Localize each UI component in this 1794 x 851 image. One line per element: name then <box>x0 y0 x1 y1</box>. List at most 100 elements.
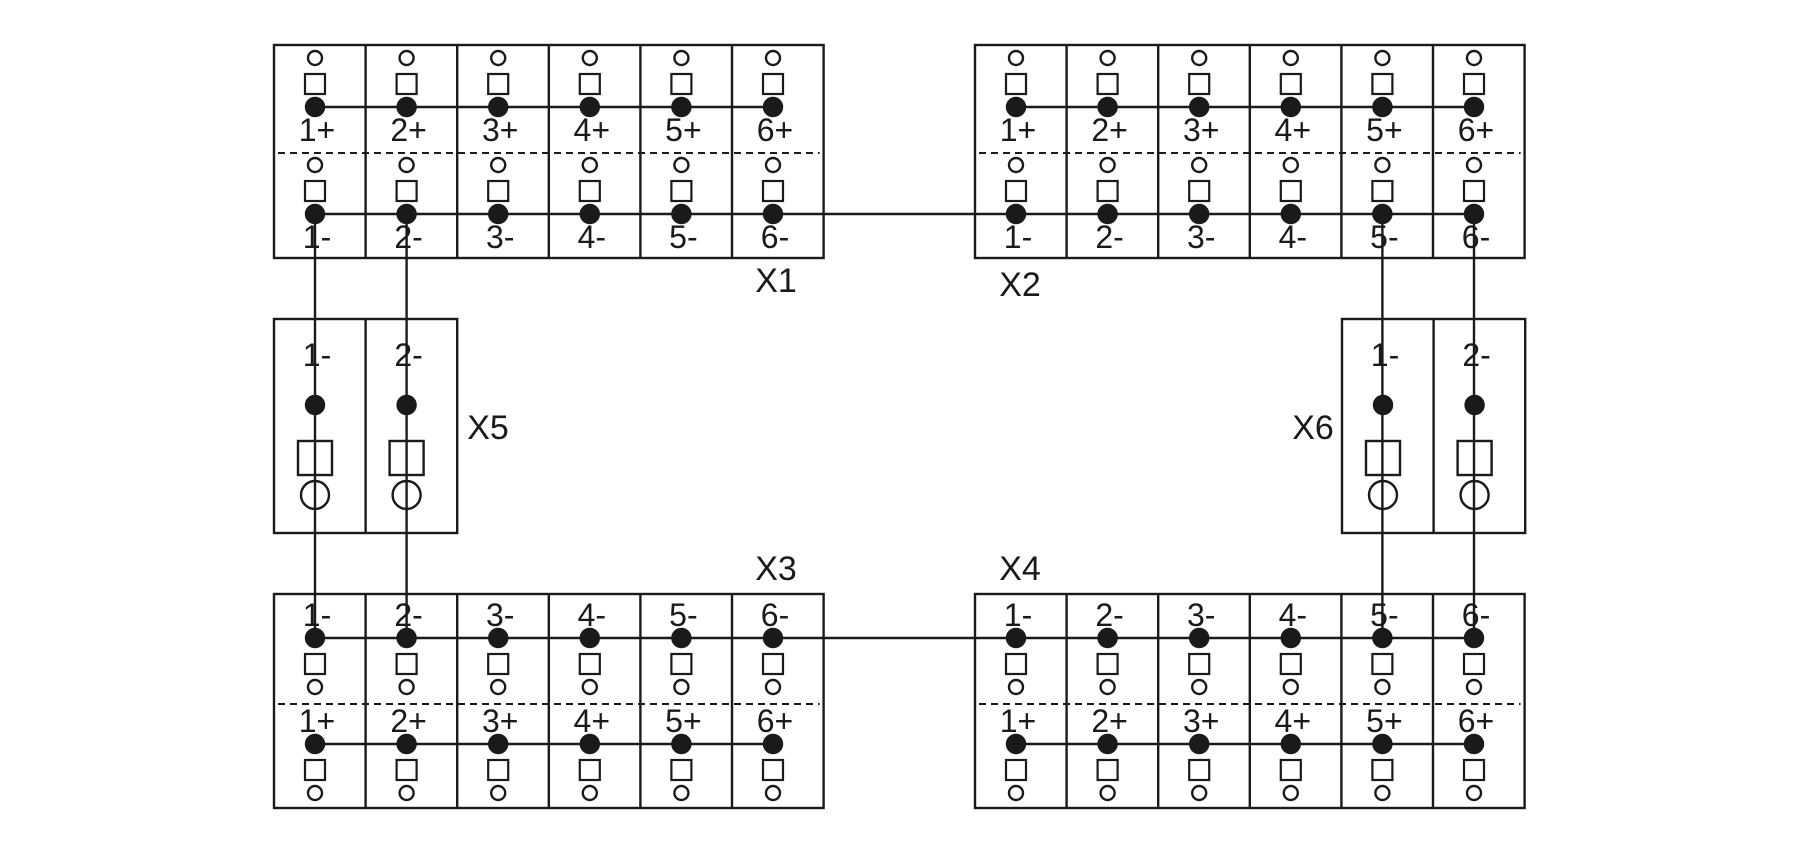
junction-dot-icon <box>671 733 692 755</box>
terminal-contact-icon <box>1371 179 1394 203</box>
junction-dot-icon <box>396 203 417 225</box>
junction-dot-icon <box>1372 96 1393 118</box>
junction-dot-icon <box>1005 96 1027 118</box>
junction-dot-icon <box>1372 203 1393 225</box>
terminal-contact-icon <box>670 72 693 96</box>
screw-opening-icon <box>764 156 782 174</box>
terminal-label: 5+ <box>1366 112 1402 148</box>
terminal-label: 5+ <box>665 703 701 739</box>
terminal-label: 6+ <box>1458 112 1494 148</box>
screw-opening-icon <box>299 479 331 511</box>
terminal-label: 1+ <box>1000 703 1036 739</box>
junction-dot-icon <box>579 627 600 649</box>
block-label-x1: X1 <box>755 262 797 300</box>
screw-opening-icon <box>1099 49 1116 67</box>
terminal-label: 6+ <box>1458 703 1494 739</box>
junction-dot-icon <box>1372 627 1393 649</box>
terminal-contact-icon <box>1462 72 1486 96</box>
junction-dot-icon <box>1005 203 1027 225</box>
junction-dot-icon <box>1097 627 1118 649</box>
terminal-contact-icon <box>1004 72 1028 96</box>
junction-dot-icon <box>1188 627 1210 649</box>
terminal-label: 2- <box>394 219 422 255</box>
terminal-label: 4+ <box>1275 112 1311 148</box>
junction-dot-icon <box>579 96 600 118</box>
junction-dot-icon <box>671 203 692 225</box>
terminal-label: 4+ <box>574 112 610 148</box>
junction-dot-icon <box>1097 96 1118 118</box>
terminal-contact-icon <box>761 179 785 203</box>
junction-dot-icon <box>1463 96 1485 118</box>
terminal-contact-icon <box>303 652 327 676</box>
screw-opening-icon <box>391 479 422 511</box>
junction-dot-icon <box>488 203 509 225</box>
junction-dot-icon <box>1463 733 1485 755</box>
terminal-label: 6- <box>761 219 789 255</box>
junction-dot-icon <box>1372 394 1394 416</box>
terminal-contact-icon <box>1096 758 1119 782</box>
screw-opening-icon <box>1099 784 1116 802</box>
terminal-contact-icon <box>395 758 418 782</box>
screw-opening-icon <box>764 49 782 67</box>
screw-opening-icon <box>673 156 690 174</box>
terminal-label: 5- <box>1370 597 1398 633</box>
block-label-x6: X6 <box>1292 409 1334 447</box>
terminal-label: 6+ <box>757 112 793 148</box>
block-label-x2: X2 <box>999 266 1041 304</box>
screw-opening-icon <box>1282 156 1300 174</box>
terminal-label: 4+ <box>574 703 610 739</box>
junction-dot-icon <box>1464 394 1485 416</box>
screw-opening-icon <box>673 49 690 67</box>
terminal-contact-icon <box>1096 179 1119 203</box>
junction-dot-icon <box>1188 733 1210 755</box>
junction-dot-icon <box>1463 203 1485 225</box>
terminal-label: 6+ <box>757 703 793 739</box>
terminal-contact-icon <box>1456 439 1493 477</box>
terminal-contact-icon <box>303 179 327 203</box>
junction-dot-icon <box>1280 733 1302 755</box>
terminal-label: 3+ <box>482 703 518 739</box>
terminal-label: 1- <box>303 597 331 633</box>
terminal-label: 4- <box>1279 219 1307 255</box>
junction-dot-icon <box>396 627 417 649</box>
terminal-label: 5- <box>1370 219 1398 255</box>
terminal-label: 3+ <box>1183 112 1219 148</box>
terminal-label: 5- <box>669 597 697 633</box>
screw-opening-icon <box>1282 678 1300 696</box>
terminal-contact-icon <box>1096 652 1119 676</box>
screw-opening-icon <box>1190 156 1208 174</box>
terminal-contact-icon <box>761 758 785 782</box>
terminal-label: 4+ <box>1275 703 1311 739</box>
terminal-contact-icon <box>395 652 418 676</box>
junction-dot-icon <box>1005 733 1027 755</box>
terminal-label: 4- <box>1279 597 1307 633</box>
terminal-contact-icon <box>487 758 510 782</box>
terminal-contact-icon <box>578 758 601 782</box>
terminal-contact-icon <box>670 758 693 782</box>
junction-dot-icon <box>488 96 509 118</box>
screw-opening-icon <box>306 156 324 174</box>
junction-dot-icon <box>1280 627 1302 649</box>
junction-dot-icon <box>579 203 600 225</box>
terminal-contact-icon <box>1004 758 1028 782</box>
screw-opening-icon <box>1465 678 1483 696</box>
junction-dot-icon <box>762 203 784 225</box>
terminal-label: 3+ <box>482 112 518 148</box>
screw-opening-icon <box>581 156 598 174</box>
screw-opening-icon <box>1459 479 1490 511</box>
junction-dot-icon <box>671 627 692 649</box>
junction-dot-icon <box>1280 203 1302 225</box>
terminal-label: 2- <box>394 597 422 633</box>
junction-dot-icon <box>396 394 417 416</box>
terminal-label: 1- <box>303 219 331 255</box>
junction-dot-icon <box>1005 627 1027 649</box>
screw-opening-icon <box>673 678 690 696</box>
terminal-contact-icon <box>1371 652 1394 676</box>
block-label-x4: X4 <box>999 550 1041 588</box>
screw-opening-icon <box>490 156 507 174</box>
terminal-label: 1- <box>303 337 331 373</box>
block-label-x3: X3 <box>755 550 797 588</box>
junction-dot-icon <box>304 733 326 755</box>
terminal-contact-icon <box>1462 652 1486 676</box>
